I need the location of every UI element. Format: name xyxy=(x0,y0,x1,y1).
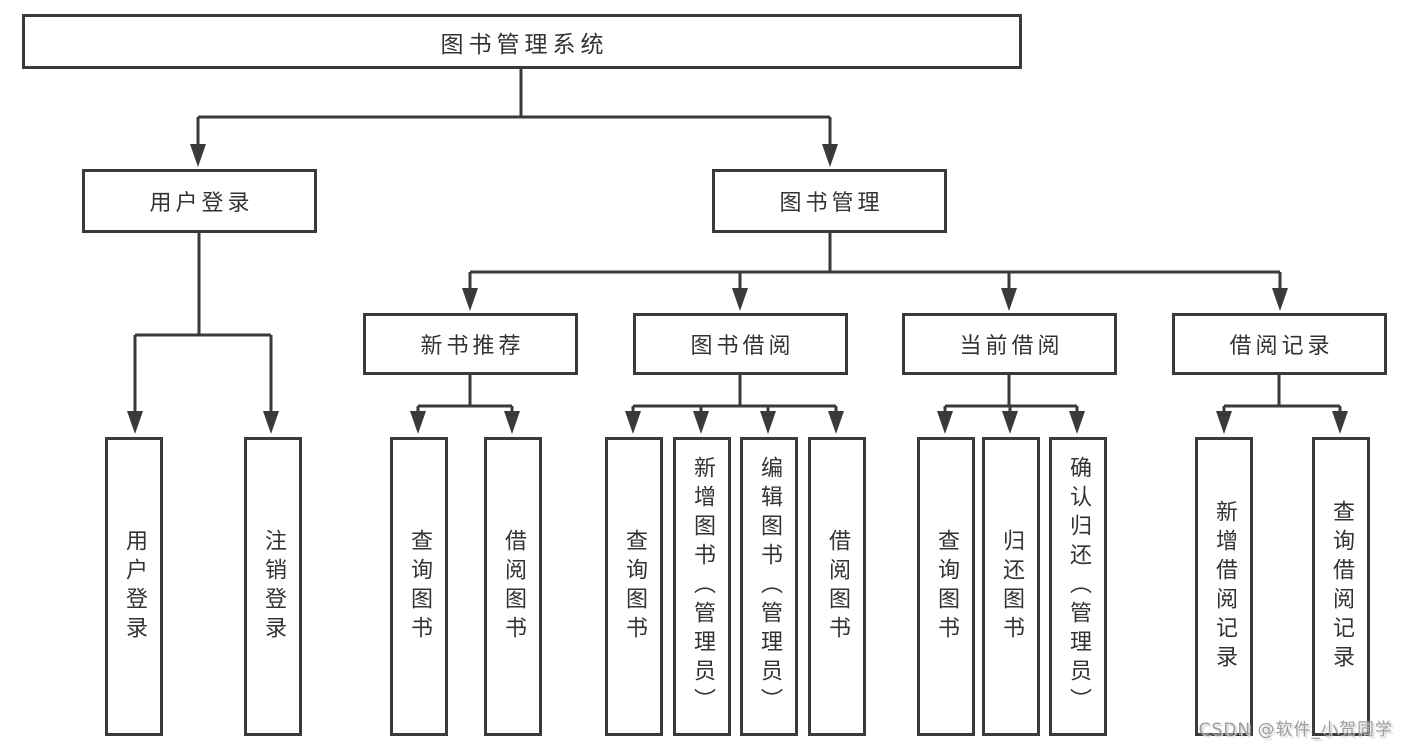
leaf-return-books: 归还图书 xyxy=(982,437,1040,736)
node-root: 图书管理系统 xyxy=(22,14,1022,69)
node-book-borrowing: 图书借阅 xyxy=(633,313,848,375)
csdn-watermark: CSDN @软件_小贺同学 xyxy=(1198,720,1393,740)
node-label: 用户登录 xyxy=(149,191,254,216)
leaf-query-books-borrowing: 查询图书 xyxy=(605,437,663,736)
node-label: 图书管理 xyxy=(779,191,884,216)
leaf-query-books-current: 查询图书 xyxy=(917,437,975,736)
node-label: 新书推荐 xyxy=(420,334,525,359)
node-book-management: 图书管理 xyxy=(712,169,947,233)
leaf-borrow-books-borrowing: 借阅图书 xyxy=(808,437,866,736)
leaf-label: 查询图书 xyxy=(622,528,647,645)
leaf-label: 确认归还（管理员） xyxy=(1066,456,1091,717)
leaf-borrow-books-recommend: 借阅图书 xyxy=(484,437,542,736)
leaf-label: 查询借阅记录 xyxy=(1329,499,1354,674)
node-new-book-recommend: 新书推荐 xyxy=(363,313,578,375)
node-label: 图书管理系统 xyxy=(440,31,609,58)
leaf-label: 归还图书 xyxy=(999,528,1024,645)
node-current-borrowing: 当前借阅 xyxy=(902,313,1117,375)
node-borrowing-records: 借阅记录 xyxy=(1172,313,1387,375)
leaf-confirm-return-admin: 确认归还（管理员） xyxy=(1049,437,1107,736)
leaf-label: 查询图书 xyxy=(934,528,959,645)
leaf-query-borrow-record: 查询借阅记录 xyxy=(1312,437,1370,736)
node-label: 图书借阅 xyxy=(690,334,795,359)
node-label: 借阅记录 xyxy=(1229,334,1334,359)
leaf-edit-books-admin: 编辑图书（管理员） xyxy=(740,437,798,736)
leaf-label: 编辑图书（管理员） xyxy=(757,456,782,717)
leaf-query-books-recommend: 查询图书 xyxy=(390,437,448,736)
node-user-login: 用户登录 xyxy=(82,169,317,233)
leaf-label: 新增借阅记录 xyxy=(1212,499,1237,674)
leaf-label: 借阅图书 xyxy=(825,528,850,645)
leaf-add-books-admin: 新增图书（管理员） xyxy=(673,437,731,736)
node-label: 当前借阅 xyxy=(959,334,1064,359)
leaf-label: 借阅图书 xyxy=(501,528,526,645)
leaf-add-borrow-record: 新增借阅记录 xyxy=(1195,437,1253,736)
leaf-logout-login: 注销登录 xyxy=(244,437,302,736)
leaf-label: 查询图书 xyxy=(407,528,432,645)
leaf-label: 新增图书（管理员） xyxy=(690,456,715,717)
leaf-user-login: 用户登录 xyxy=(105,437,163,736)
leaf-label: 注销登录 xyxy=(261,528,286,645)
leaf-label: 用户登录 xyxy=(122,528,147,645)
